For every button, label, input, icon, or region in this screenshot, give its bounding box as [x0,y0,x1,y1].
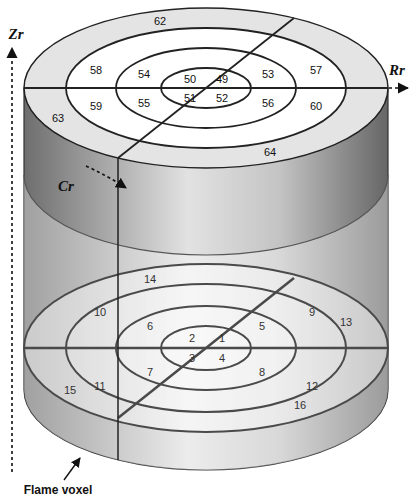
callout-number: 58 [90,65,102,76]
callout-number: 52 [216,93,228,104]
callout-number: 14 [144,274,156,285]
callout-number: 5 [259,321,265,332]
axis-label: Rr [389,63,405,78]
callout-number: 1 [219,333,225,344]
axis-label: Cr [58,179,74,194]
callout-number: 60 [310,101,322,112]
callout-number: 16 [294,400,306,411]
callout-number: 55 [138,98,150,109]
callout-number: 56 [262,98,274,109]
callout-number: 8 [259,367,265,378]
callout-number: 11 [94,381,105,392]
callout-number: 4 [219,353,225,364]
callout-number: 50 [184,74,196,85]
callout-number: 63 [52,113,64,124]
callout-number: 12 [306,381,318,392]
callout-number: 51 [184,93,196,104]
caption-label: Flame voxel [24,484,93,496]
callout-number: 6 [147,321,153,332]
callout-number: 53 [262,69,274,80]
axis-label: Zr [9,27,24,42]
callout-number: 62 [154,16,166,27]
callout-number: 64 [264,147,276,158]
callout-number: 2 [189,333,195,344]
callout-number: 15 [64,385,76,396]
callout-number: 3 [189,353,195,364]
callout-number: 54 [138,69,150,80]
callout-number: 49 [216,74,228,85]
callout-number: 59 [90,101,102,112]
callout-number: 9 [309,307,315,318]
callout-number: 13 [340,317,352,328]
callout-number: 7 [147,367,153,378]
callout-number: 10 [94,307,106,318]
callout-number: 57 [310,65,322,76]
